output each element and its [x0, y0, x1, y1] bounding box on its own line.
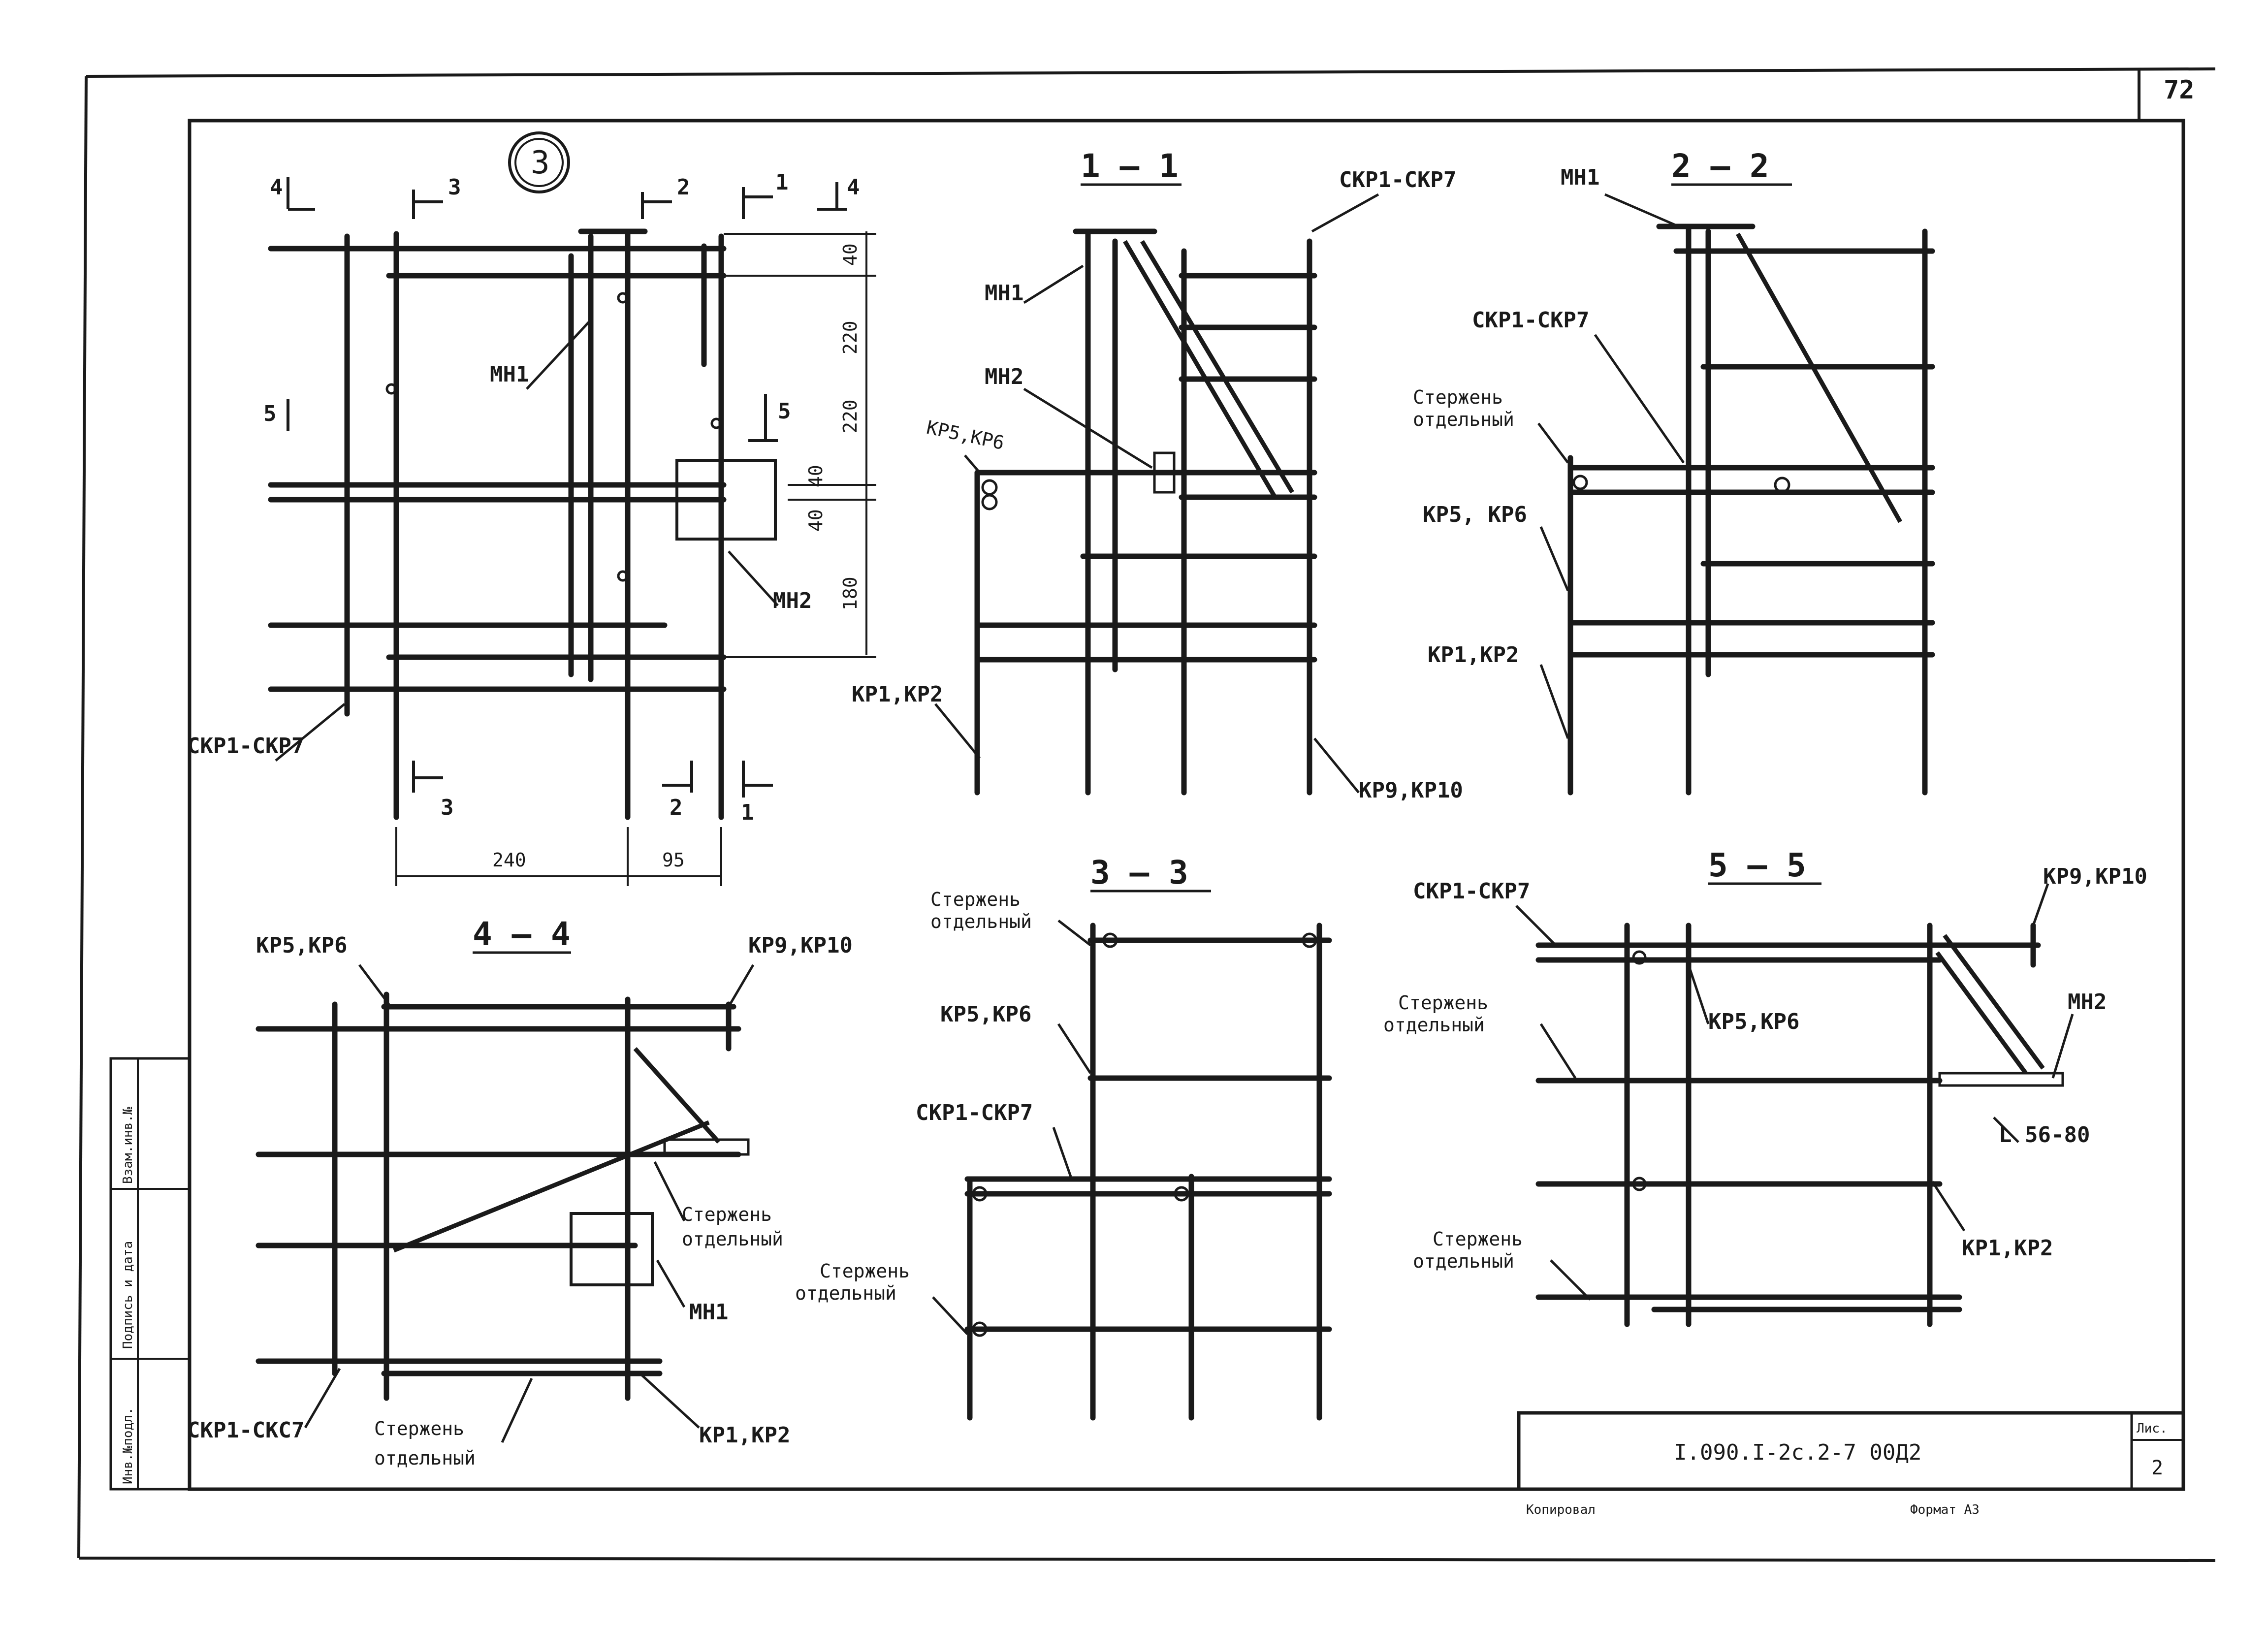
s2-label-kr56: КР5, КР6: [1423, 502, 1527, 527]
dim-v-40c: 40: [805, 509, 827, 532]
plate-mn1: [570, 1212, 654, 1286]
section-2-title: 2 – 2: [1671, 147, 1769, 185]
cut-5b: 5: [778, 399, 791, 424]
section-3-3: 3 – 3 Стержень отдельный КР5,КР6 СКР1-СК…: [795, 854, 1332, 1421]
s3-label-skr: СКР1-СКР7: [916, 1100, 1033, 1125]
dim-v-180: 180: [839, 576, 861, 610]
s1-label-mn2: МН2: [985, 364, 1023, 389]
title-format: Формат А3: [1910, 1502, 1980, 1517]
s1-label-skr: СКР1-СКР7: [1339, 167, 1456, 192]
s5-label-angle: L 56-80: [1999, 1122, 2090, 1148]
sheet-number: 72: [2164, 75, 2195, 105]
plan-label-mn2: МН2: [773, 588, 812, 613]
s2-label-kr12: КР1,КР2: [1428, 642, 1519, 668]
s4-label-rod-b2: отдельный: [374, 1447, 476, 1469]
cut-4a: 4: [270, 175, 283, 200]
s5-label-rod-1: Стержень: [1398, 992, 1488, 1014]
plan-label-mn1: МН1: [490, 362, 529, 387]
s5-label-rod-2: отдельный: [1383, 1014, 1485, 1036]
cut-3b: 3: [441, 795, 454, 820]
s5-label-kr56: КР5,КР6: [1708, 1009, 1799, 1034]
s5-label-rod-b2: отдельный: [1413, 1250, 1514, 1272]
title-sheet-label: Лис.: [2137, 1421, 2168, 1436]
s1-label-kr910: КР9,КР10: [1359, 778, 1463, 803]
section-4-title: 4 – 4: [473, 915, 571, 953]
dim-v-40a: 40: [839, 243, 861, 266]
s3-label-rod-bot-2: отдельный: [795, 1282, 896, 1304]
s2-label-mn1: МН1: [1561, 165, 1599, 190]
s4-label-kr910: КР9,КР10: [748, 933, 853, 958]
dim-h-95: 95: [662, 849, 685, 871]
title-sheet-value: 2: [2151, 1457, 2163, 1479]
s4-label-mn1: МН1: [689, 1300, 728, 1325]
section-1-1: 1 – 1 СКР1-СКР7 МН1 МН2 КР5,КР6 КР1,КР2 …: [852, 147, 1463, 803]
dim-h-240: 240: [492, 849, 526, 871]
s2-label-skr: СКР1-СКР7: [1472, 308, 1589, 333]
s5-label-rod-b1: Стержень: [1433, 1228, 1523, 1250]
side-stamp: Взам.инв.№ Подпись и дата Инв.№подл.: [109, 1057, 191, 1491]
s4-label-skr: СКР1-СКС7: [187, 1418, 304, 1443]
inner-frame: [188, 69, 2185, 1491]
s4-label-kr56: КР5,КР6: [256, 933, 347, 958]
stamp-replace: Взам.инв.№: [121, 1107, 135, 1184]
s5-label-kr12: КР1,КР2: [1962, 1236, 2053, 1261]
s2-label-rod-1: Стержень: [1413, 386, 1503, 408]
s3-label-rod-bot-1: Стержень: [820, 1260, 910, 1282]
view-mark-circle: [508, 131, 570, 193]
view-mark-number: 3: [531, 145, 550, 181]
s3-label-kr56: КР5,КР6: [940, 1002, 1031, 1027]
s5-label-kr910: КР9,КР10: [2043, 864, 2147, 889]
cut-3a: 3: [448, 175, 461, 200]
s1-label-kr56: КР5,КР6: [925, 416, 1006, 454]
s2-label-rod-2: отдельный: [1413, 409, 1514, 430]
section-3-title: 3 – 3: [1090, 854, 1188, 892]
s4-label-rod-1: Стержень: [682, 1204, 772, 1225]
outer-frame: [77, 67, 2216, 1562]
dim-v-40b: 40: [805, 465, 827, 487]
title-designation: I.090.I-2c.2-7 00Д2: [1674, 1440, 1921, 1465]
title-copied: Копировал: [1526, 1502, 1596, 1517]
cut-2a: 2: [677, 175, 690, 200]
dim-v-220b: 220: [839, 399, 861, 433]
cut-5a: 5: [263, 401, 277, 426]
section-2-2: 2 – 2 МН1 СКР1-СКР7 Стержень отдельный К…: [1413, 147, 1935, 796]
plan-label-skr: СКР1-СКР7: [187, 734, 304, 759]
section-5-5: 5 – 5 СКР1-СКР7 КР9,КР10 Стержень отдель…: [1383, 846, 2147, 1327]
s4-label-rod-b1: Стержень: [374, 1418, 464, 1439]
section-1-title: 1 – 1: [1081, 147, 1179, 185]
cut-2b: 2: [670, 795, 683, 820]
s3-label-rod-top-2: отдельный: [930, 911, 1032, 932]
cut-1a: 1: [775, 170, 789, 195]
s4-label-kr12: КР1,КР2: [699, 1423, 790, 1448]
s1-label-kr12: КР1,КР2: [852, 682, 943, 707]
s4-label-rod-2: отдельный: [682, 1228, 783, 1250]
cut-1b: 1: [741, 800, 754, 825]
stamp-signature: Подпись и дата: [121, 1241, 135, 1349]
s3-label-rod-top-1: Стержень: [930, 889, 1021, 910]
plan-view: 3 4 3 2 1: [187, 131, 876, 886]
s5-label-skr: СКР1-СКР7: [1413, 879, 1530, 904]
section-4-4: 4 – 4 КР5,КР6 КР9,КР10 Стержень отдельны…: [187, 915, 853, 1469]
dim-v-220a: 220: [839, 320, 861, 354]
section-5-title: 5 – 5: [1708, 846, 1806, 884]
stamp-inv: Инв.№подл.: [121, 1407, 135, 1484]
s1-label-mn1: МН1: [985, 281, 1023, 306]
title-block: I.090.I-2c.2-7 00Д2 Лис. 2 Копировал Фор…: [1517, 1411, 2185, 1517]
s5-label-mn2: МН2: [2068, 990, 2107, 1015]
plate-mn2: [675, 459, 777, 541]
cut-4b: 4: [847, 175, 860, 200]
